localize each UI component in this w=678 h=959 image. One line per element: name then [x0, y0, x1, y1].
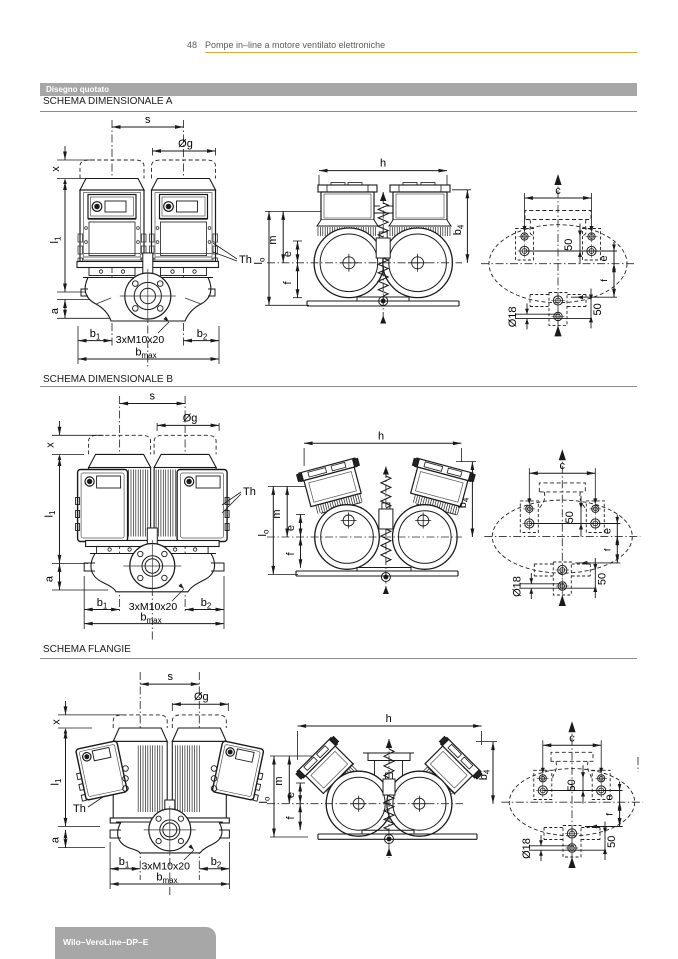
svg-text:Øg: Øg [178, 138, 193, 150]
svg-text:Ø18: Ø18 [507, 307, 519, 328]
svg-text:f: f [285, 552, 297, 556]
svg-text:f: f [599, 279, 609, 282]
svg-text:Th: Th [243, 486, 256, 498]
svg-text:b4: b4 [452, 224, 466, 235]
svg-text:f: f [285, 816, 297, 820]
svg-text:50: 50 [563, 239, 575, 251]
svg-text:h: h [378, 430, 384, 442]
svg-text:b1: b1 [97, 597, 108, 611]
svg-text:e: e [598, 255, 610, 261]
svg-text:Øg: Øg [183, 412, 198, 424]
svg-text:bmax: bmax [135, 347, 156, 361]
svg-text:3xM10x20: 3xM10x20 [129, 601, 178, 613]
svg-text:x: x [51, 719, 63, 725]
svg-text:f: f [605, 813, 615, 816]
svg-text:m: m [273, 776, 285, 785]
svg-text:l1: l1 [44, 510, 58, 517]
svg-text:lo: lo [253, 257, 267, 264]
svg-text:bmax: bmax [140, 612, 161, 626]
svg-text:b4: b4 [457, 497, 471, 508]
svg-text:e: e [282, 251, 294, 257]
svg-text:3xM10x20: 3xM10x20 [116, 334, 165, 346]
svg-text:b2: b2 [211, 856, 222, 870]
svg-text:e: e [601, 528, 613, 534]
svg-text:Ø18: Ø18 [521, 838, 533, 859]
svg-text:b4: b4 [478, 769, 492, 780]
svg-text:f: f [282, 281, 294, 285]
svg-text:50: 50 [564, 511, 576, 523]
svg-text:50: 50 [592, 303, 604, 315]
svg-text:a: a [44, 575, 56, 582]
svg-text:l1: l1 [50, 778, 64, 785]
svg-text:Øg: Øg [194, 691, 209, 703]
svg-text:a: a [50, 836, 62, 843]
svg-text:s: s [145, 114, 151, 126]
svg-text:a: a [49, 307, 61, 314]
svg-text:Th: Th [73, 803, 86, 815]
svg-text:50: 50 [596, 573, 608, 585]
svg-text:x: x [45, 442, 57, 448]
svg-text:f: f [602, 548, 612, 551]
svg-text:c: c [560, 460, 566, 472]
svg-text:50: 50 [566, 779, 578, 791]
svg-text:b2: b2 [197, 328, 208, 342]
svg-text:3xM10x20: 3xM10x20 [141, 861, 190, 873]
svg-text:b1: b1 [119, 856, 130, 870]
svg-text:lo: lo [258, 796, 272, 803]
svg-text:s: s [168, 671, 174, 683]
svg-text:b2: b2 [201, 597, 212, 611]
svg-text:c: c [569, 732, 575, 744]
svg-text:l1: l1 [49, 236, 63, 243]
svg-text:c: c [555, 185, 561, 197]
svg-text:s: s [150, 391, 156, 403]
svg-text:h: h [380, 158, 386, 170]
svg-text:h: h [386, 713, 392, 725]
svg-text:e: e [285, 525, 297, 531]
svg-text:Th: Th [239, 254, 252, 266]
svg-text:Ø18: Ø18 [511, 576, 523, 597]
svg-text:50: 50 [606, 836, 618, 848]
svg-text:b1: b1 [90, 328, 101, 342]
svg-text:m: m [271, 509, 283, 518]
svg-text:m: m [267, 235, 279, 244]
svg-text:e: e [285, 792, 297, 798]
svg-text:bmax: bmax [156, 872, 177, 886]
svg-text:x: x [50, 166, 62, 172]
svg-text:e: e [604, 794, 616, 800]
svg-text:lo: lo [257, 529, 271, 536]
